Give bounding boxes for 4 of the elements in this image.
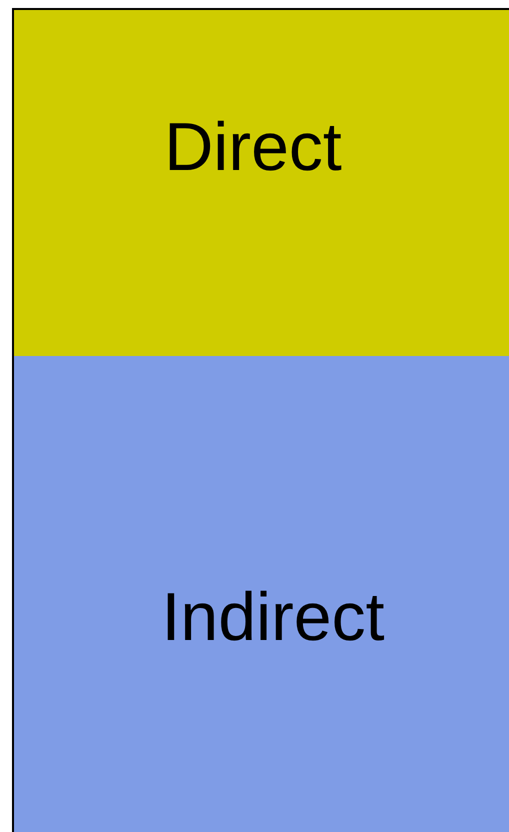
band-label: Indirect: [162, 578, 384, 656]
section-band: [12, 356, 509, 832]
band-label: Direct: [164, 108, 342, 186]
section-band: [12, 8, 509, 358]
